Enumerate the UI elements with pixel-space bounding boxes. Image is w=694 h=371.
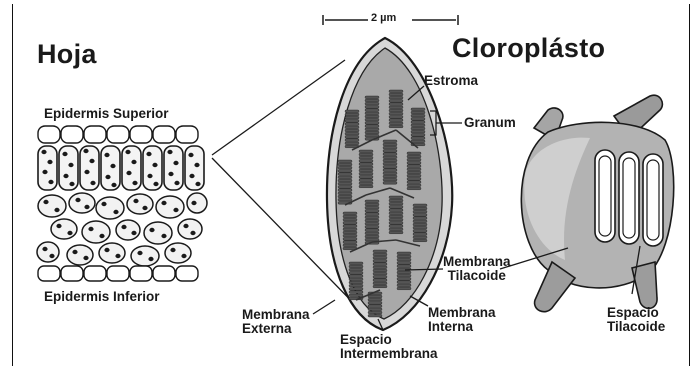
chloroplast-dot: [99, 234, 104, 238]
chloroplast-dot: [90, 181, 95, 185]
chloroplast-dot: [189, 174, 194, 178]
chloroplast-dot: [152, 163, 157, 167]
chloroplast-dot: [63, 174, 68, 178]
chloroplast-dot: [69, 182, 74, 186]
thylakoid-space-label: Espacio Tilacoide: [607, 306, 665, 334]
upper-epidermis-label: Epidermis Superior: [44, 107, 169, 121]
leaf-title: Hoja: [37, 40, 97, 68]
chloroplast-dot: [142, 206, 147, 210]
chloroplast-dot: [104, 153, 109, 157]
chloroplast-dot: [195, 182, 200, 186]
chloroplast-dot: [41, 150, 46, 154]
chloroplast-dot: [149, 228, 154, 232]
chloroplast-dot: [54, 208, 59, 212]
chloroplast-dot: [83, 256, 88, 260]
outer-membrane-label: Membrana Externa: [242, 308, 310, 336]
chloroplast-dot: [42, 247, 47, 251]
chloroplast-dot: [56, 224, 61, 228]
chloroplast-dot: [101, 202, 106, 206]
chloroplast-dot: [173, 208, 178, 212]
chloroplast-dot: [84, 205, 89, 209]
chloroplast-dot: [72, 250, 77, 254]
chloroplast-dot: [167, 150, 172, 154]
chloroplast-dot: [147, 174, 152, 178]
chloroplast-dot: [89, 159, 94, 163]
chloroplast-dot: [42, 170, 47, 174]
stroma-label: Estroma: [424, 74, 478, 88]
intermembrane-space-label: Espacio Intermembrana: [340, 333, 438, 361]
scale-bar-label: 2 µm: [371, 13, 396, 25]
chloroplast-dot: [191, 201, 196, 205]
spongy-mesophyll: [37, 193, 207, 266]
chloroplast-dot: [148, 257, 153, 261]
chloroplast-dot: [190, 231, 195, 235]
chloroplast-title: Cloroplásto: [452, 34, 605, 62]
chloroplast-dot: [153, 182, 158, 186]
chloroplast-dot: [104, 248, 109, 252]
chloroplast-dot: [83, 149, 88, 153]
chloroplast-dot: [137, 251, 142, 255]
chloroplast-dot: [132, 181, 137, 185]
thylakoid-membrane-label: Membrana Tilacoide: [443, 255, 511, 283]
upper-epidermis: [38, 126, 198, 143]
chloroplast-dot: [183, 224, 188, 228]
leaf-cross-section: [37, 126, 207, 281]
chloroplast-dot: [49, 254, 54, 258]
granum-label: Granum: [464, 116, 516, 130]
chloroplast-dot: [126, 171, 131, 175]
inner-membrane-label: Membrana Interna: [428, 306, 496, 334]
chloroplast-dot: [174, 181, 179, 185]
chloroplast-dot: [131, 231, 136, 235]
chloroplast-dot: [88, 227, 93, 231]
chloroplast-dot: [84, 170, 89, 174]
chloroplast-dot: [161, 234, 166, 238]
chloroplast-dot: [146, 152, 151, 156]
chloroplast-dot: [105, 175, 110, 179]
chloroplast-dot: [62, 152, 67, 156]
thylakoid-lumen-1: [595, 150, 615, 242]
chloroplast-dot: [173, 161, 178, 165]
chloroplast-dot: [181, 254, 186, 258]
thylakoid-lumen-3: [643, 154, 663, 246]
chloroplast-dot: [161, 201, 166, 205]
chloroplast-3d: [521, 95, 673, 312]
chloroplast-dot: [113, 210, 118, 214]
chloroplast-dot: [43, 200, 48, 204]
thylakoid-lumen-2: [619, 152, 639, 244]
chloroplast-dot: [75, 198, 80, 202]
lower-epidermis: [38, 266, 198, 281]
chloroplast-dot: [67, 231, 72, 235]
chloroplast-dot: [111, 183, 116, 187]
lower-epidermis-label: Epidermis Inferior: [44, 290, 160, 304]
chloroplast-dot: [68, 163, 73, 167]
chloroplast-dot: [168, 172, 173, 176]
chloroplast-dot: [115, 254, 120, 258]
chloroplast-dot: [133, 199, 138, 203]
chloroplast-dot: [47, 160, 52, 164]
chloroplast-dot: [121, 225, 126, 229]
chloroplast-dot: [48, 180, 53, 184]
chloroplast-dot: [131, 160, 136, 164]
chloroplast-dot: [125, 150, 130, 154]
chloroplast-dot: [188, 153, 193, 157]
chloroplast-dot: [110, 164, 115, 168]
chloroplast-dot: [194, 163, 199, 167]
chloroplast-dot: [170, 248, 175, 252]
